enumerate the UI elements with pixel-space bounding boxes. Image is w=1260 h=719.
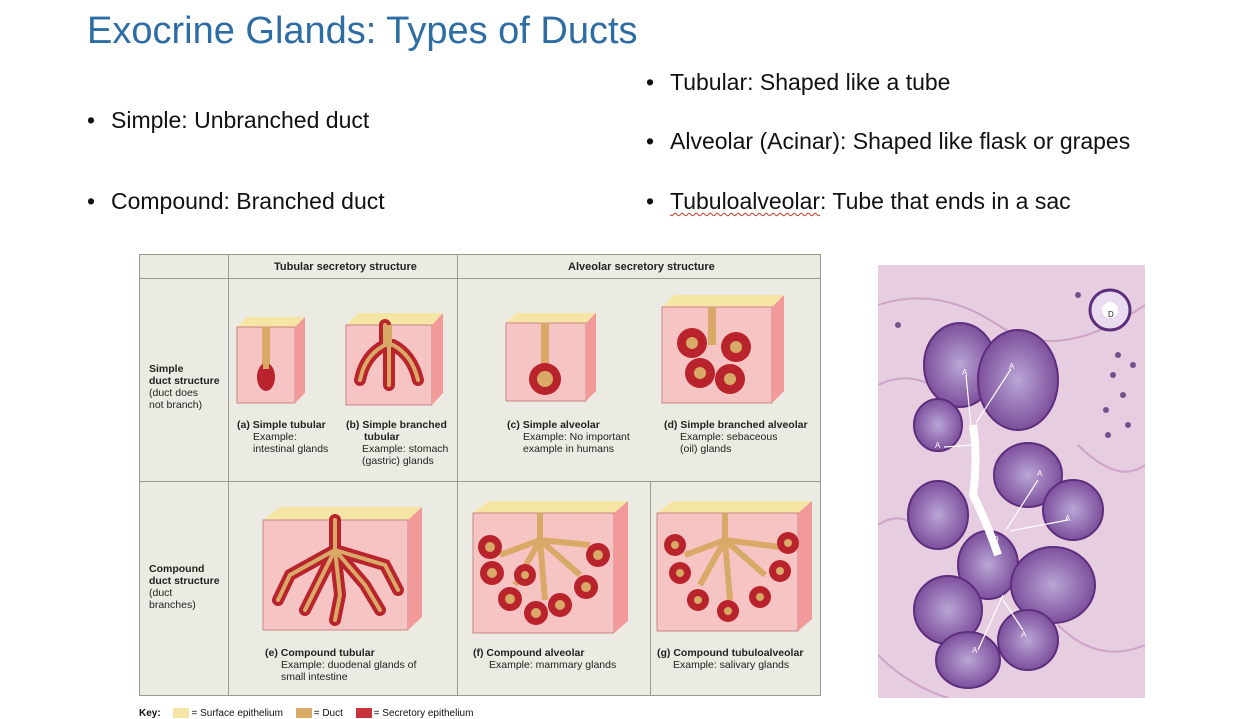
- bullet-compound: • Compound: Branched duct: [87, 188, 385, 215]
- caption-line: Example: mammary glands: [489, 659, 617, 671]
- slide-title: Exocrine Glands: Types of Ducts: [87, 10, 638, 52]
- caption-f: (f) Compound alveolar Example: mammary g…: [473, 647, 616, 671]
- duct-lumen-top: [1088, 288, 1132, 332]
- bullet-text: : Shaped like flask or grapes: [840, 128, 1131, 154]
- caption-line: (gastric) glands: [362, 455, 434, 467]
- caption-title: (d) Simple branched alveolar: [664, 419, 808, 431]
- row-label-title2: duct structure: [149, 375, 220, 387]
- gland-compound-tubular: [262, 507, 422, 631]
- bullet-text: : Tube that ends in a sac: [820, 188, 1071, 214]
- row-label-title2: duct structure: [149, 575, 220, 587]
- grid-line: [457, 255, 458, 695]
- duct-lumen: [968, 424, 1002, 557]
- caption-e: (e) Compound tubular Example: duodenal g…: [265, 647, 416, 683]
- caption-title: (e) Compound tubular: [265, 647, 375, 659]
- duct-types-diagram: Tubular secretory structure Alveolar sec…: [139, 254, 821, 696]
- gland-compound-alveolar: [472, 501, 628, 634]
- bullet-text: Compound: Branched duct: [111, 188, 385, 214]
- bullet-term: Tubular: [670, 69, 748, 95]
- caption-title: (a) Simple tubular: [237, 419, 326, 431]
- caption-line: Example: No important: [523, 431, 630, 443]
- gland-illustrations: [236, 295, 812, 634]
- micrograph-label: A: [1009, 362, 1015, 371]
- bullet-tubular: • Tubular: Shaped like a tube: [646, 69, 951, 96]
- header-tubular: Tubular secretory structure: [274, 261, 417, 273]
- gland-lobules: [907, 322, 1104, 689]
- row-label-simple: Simple duct structure (duct does not bra…: [149, 363, 220, 411]
- gland-simple-branched-alveolar: [661, 295, 784, 404]
- bullet-simple: • Simple: Unbranched duct: [87, 107, 370, 134]
- micrograph-label: A: [935, 441, 941, 450]
- row-label-sub: (duct: [149, 587, 173, 599]
- row-label-title: Simple: [149, 363, 184, 375]
- caption-title: (f) Compound alveolar: [473, 647, 585, 659]
- key-item: = Secretory epithelium: [373, 708, 474, 719]
- caption-title: (c) Simple alveolar: [507, 419, 600, 431]
- caption-title: (g) Compound tubuloalveolar: [657, 647, 804, 659]
- micrograph-label: D: [1108, 310, 1114, 319]
- label-leader-lines: [943, 368, 1069, 651]
- caption-line: Example: stomach: [362, 443, 449, 455]
- caption-line: Example: salivary glands: [673, 659, 790, 671]
- diagram-key: Key: = Surface epithelium = Duct = Secre…: [139, 708, 473, 719]
- key-swatch-secretory: [355, 708, 372, 719]
- gland-simple-branched-tubular: [345, 313, 443, 406]
- grid-line: [140, 278, 820, 279]
- micrograph-label: D: [993, 535, 999, 544]
- bullet-dot: •: [646, 69, 655, 95]
- caption-line: Example: duodenal glands of: [281, 659, 417, 671]
- row-label-sub: (duct does: [149, 387, 199, 399]
- bullet-tubuloalveolar: • Tubuloalveolar: Tube that ends in a sa…: [646, 188, 1071, 215]
- caption-line: Example:: [253, 431, 297, 443]
- bullet-text: : Shaped like a tube: [747, 69, 951, 95]
- bullet-text: Simple: Unbranched duct: [111, 107, 370, 133]
- caption-title2: tubular: [364, 431, 400, 443]
- caption-g: (g) Compound tubuloalveolar Example: sal…: [657, 647, 803, 671]
- bullet-alveolar: • Alveolar (Acinar): Shaped like flask o…: [646, 128, 1131, 155]
- caption-line: (oil) glands: [680, 443, 732, 455]
- key-label: Key:: [139, 708, 161, 719]
- bullet-dot: •: [646, 188, 655, 214]
- grid-line: [228, 255, 229, 695]
- caption-line: example in humans: [523, 443, 615, 455]
- caption-b: (b) Simple branched tubular Example: sto…: [346, 419, 448, 467]
- nuclei: [895, 292, 1136, 438]
- row-label-sub: branches): [149, 599, 196, 611]
- grid-line: [650, 482, 651, 695]
- gland-micrograph: D A A A D A A D A A: [878, 265, 1145, 698]
- row-label-compound: Compound duct structure (duct branches): [149, 563, 220, 611]
- bullet-dot: •: [646, 128, 655, 154]
- key-swatch-surface: [173, 708, 190, 719]
- micrograph-label: D: [972, 454, 978, 463]
- key-item: = Surface epithelium: [191, 708, 283, 719]
- micrograph-label: A: [1037, 469, 1043, 478]
- caption-title: (b) Simple branched: [346, 419, 447, 431]
- micrograph-label: A: [972, 646, 978, 655]
- gland-compound-tubuloalveolar: [656, 501, 812, 632]
- key-swatch-duct: [295, 708, 312, 719]
- caption-c: (c) Simple alveolar Example: No importan…: [507, 419, 630, 455]
- caption-line: small intestine: [281, 671, 348, 683]
- gland-simple-tubular: [236, 317, 305, 404]
- row-label-sub: not branch): [149, 399, 203, 411]
- bullet-term: Alveolar (Acinar): [670, 128, 840, 154]
- caption-line: intestinal glands: [253, 443, 329, 455]
- micrograph-label: A: [1065, 514, 1071, 523]
- key-item: = Duct: [313, 708, 343, 719]
- gland-simple-alveolar: [505, 313, 596, 402]
- micrograph-labels: D A A A D A A D A A: [935, 310, 1114, 655]
- header-alveolar: Alveolar secretory structure: [568, 261, 715, 273]
- bullet-dot: •: [87, 188, 96, 214]
- grid-line: [140, 481, 820, 482]
- micrograph-label: A: [962, 368, 968, 377]
- caption-a: (a) Simple tubular Example: intestinal g…: [237, 419, 328, 455]
- bullet-dot: •: [87, 107, 96, 133]
- caption-d: (d) Simple branched alveolar Example: se…: [664, 419, 808, 455]
- bullet-term: Tubuloalveolar: [670, 188, 821, 214]
- caption-line: Example: sebaceous: [680, 431, 778, 443]
- row-label-title: Compound: [149, 563, 205, 575]
- micrograph-label: A: [1021, 630, 1027, 639]
